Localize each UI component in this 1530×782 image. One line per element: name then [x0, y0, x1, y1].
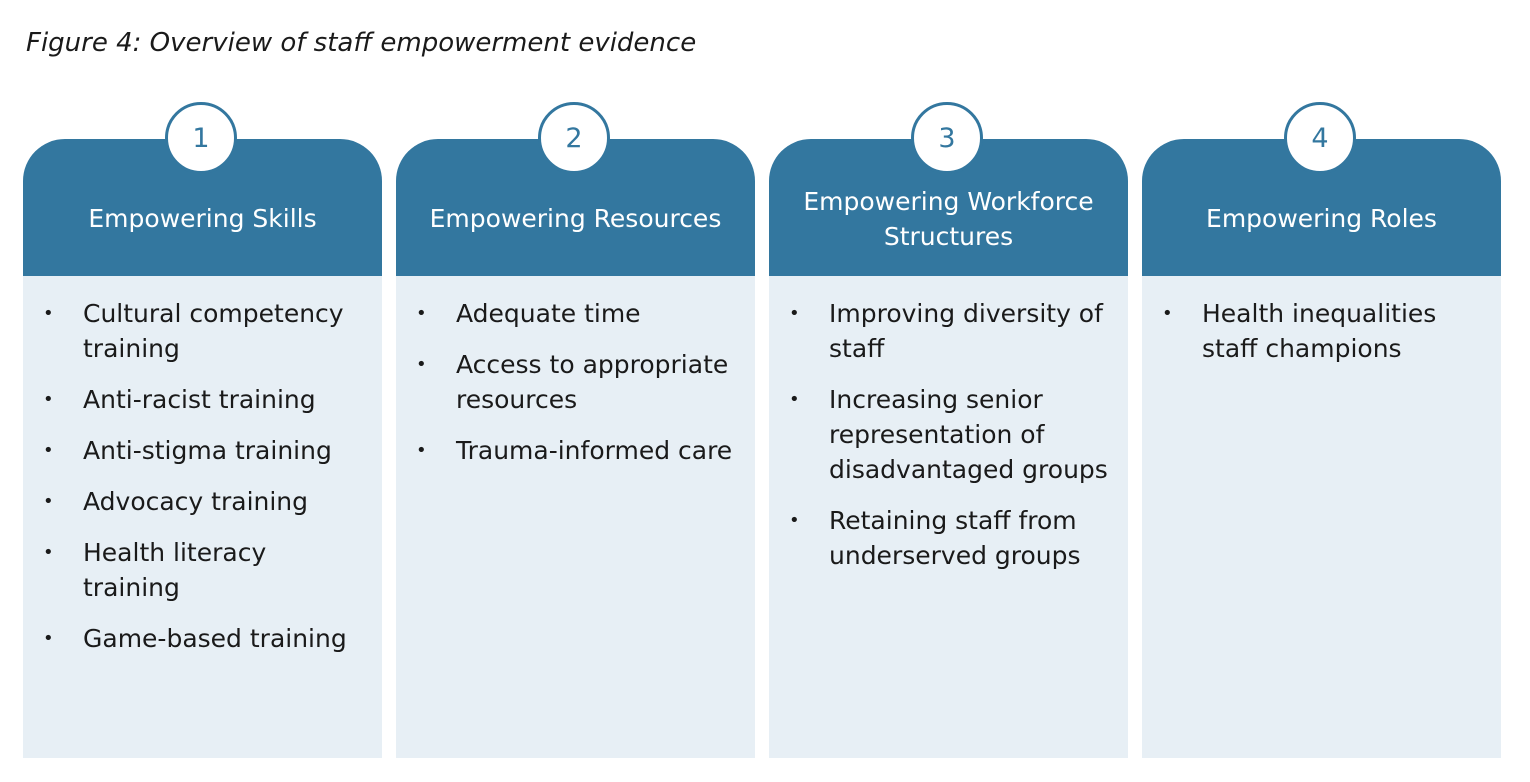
- list-item: •Anti-racist training: [23, 382, 382, 417]
- column-title: Empowering Workforce Structures: [803, 186, 1094, 251]
- bullet-icon: •: [1162, 303, 1173, 324]
- column-header: Empowering Roles: [1142, 139, 1501, 276]
- bullet-icon: •: [416, 303, 427, 324]
- number-badge: 3: [911, 102, 983, 174]
- list-item: •Adequate time: [396, 296, 755, 331]
- bullet-icon: •: [43, 628, 54, 649]
- bullet-icon: •: [43, 303, 54, 324]
- column-body: •Improving diversity of staff •Increasin…: [769, 276, 1128, 758]
- bullet-icon: •: [43, 542, 54, 563]
- list-item: •Health literacy training: [23, 535, 382, 605]
- bullet-icon: •: [43, 389, 54, 410]
- list-item: •Cultural competency training: [23, 296, 382, 366]
- column-body: •Health inequalities staff champions: [1142, 276, 1501, 758]
- column-title: Empowering Resources: [429, 204, 722, 233]
- bullet-icon: •: [416, 354, 427, 375]
- list-item: •Anti-stigma training: [23, 433, 382, 468]
- column-body: •Cultural competency training •Anti-raci…: [23, 276, 382, 758]
- column-body: •Adequate time •Access to appropriate re…: [396, 276, 755, 758]
- list-item: •Health inequalities staff champions: [1142, 296, 1501, 366]
- bullet-icon: •: [43, 440, 54, 461]
- bullet-icon: •: [789, 303, 800, 324]
- column-title: Empowering Skills: [88, 204, 317, 233]
- column-empowering-workforce-structures: Empowering Workforce Structures 3 •Impro…: [769, 102, 1128, 758]
- column-empowering-skills: Empowering Skills 1 •Cultural competency…: [23, 102, 382, 758]
- column-empowering-roles: Empowering Roles 4 •Health inequalities …: [1142, 102, 1501, 758]
- list-item: •Access to appropriate resources: [396, 347, 755, 417]
- list-item: •Game-based training: [23, 621, 382, 656]
- column-empowering-resources: Empowering Resources 2 •Adequate time •A…: [396, 102, 755, 758]
- list-item: •Trauma-informed care: [396, 433, 755, 468]
- bullet-list: •Health inequalities staff champions: [1142, 276, 1501, 366]
- number-badge: 1: [165, 102, 237, 174]
- bullet-icon: •: [789, 389, 800, 410]
- list-item: •Improving diversity of staff: [769, 296, 1128, 366]
- list-item: •Advocacy training: [23, 484, 382, 519]
- column-title: Empowering Roles: [1206, 204, 1437, 233]
- bullet-icon: •: [43, 491, 54, 512]
- list-item: •Increasing senior representation of dis…: [769, 382, 1128, 487]
- bullet-icon: •: [416, 440, 427, 461]
- bullet-list: •Improving diversity of staff •Increasin…: [769, 276, 1128, 573]
- number-badge: 4: [1284, 102, 1356, 174]
- column-header: Empowering Resources: [396, 139, 755, 276]
- bullet-list: •Adequate time •Access to appropriate re…: [396, 276, 755, 468]
- number-badge: 2: [538, 102, 610, 174]
- bullet-list: •Cultural competency training •Anti-raci…: [23, 276, 382, 656]
- bullet-icon: •: [789, 510, 800, 531]
- figure-title: Figure 4: Overview of staff empowerment …: [26, 28, 697, 58]
- list-item: •Retaining staff from underserved groups: [769, 503, 1128, 573]
